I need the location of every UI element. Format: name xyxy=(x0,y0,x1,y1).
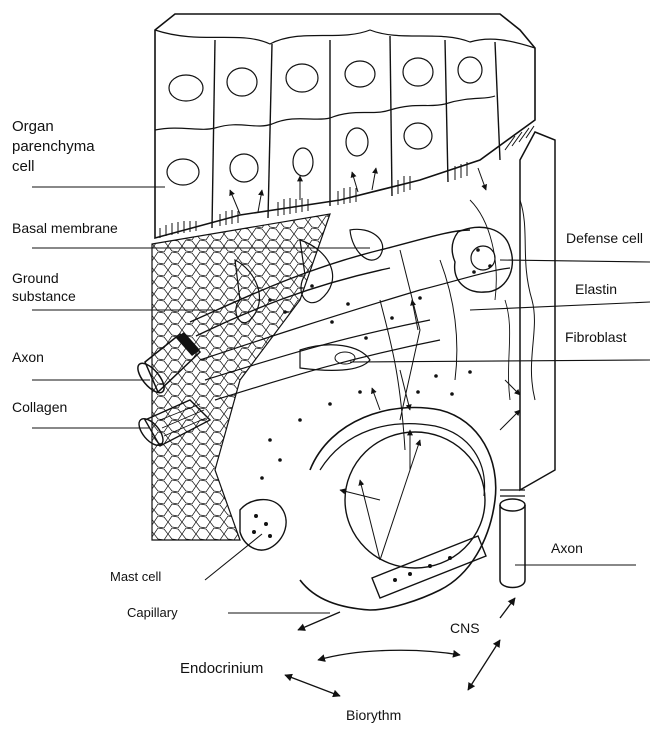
label-fibroblast: Fibroblast xyxy=(565,329,627,345)
label-basal-membrane: Basal membrane xyxy=(12,220,118,236)
label-ground-line2: substance xyxy=(12,288,76,304)
labels: Organ parenchyma cell Basal membrane Gro… xyxy=(12,118,643,723)
axon-cylinder-right xyxy=(500,490,525,588)
label-biorythm: Biorythm xyxy=(346,707,401,723)
label-organ-line3: cell xyxy=(12,158,35,175)
label-mast-cell: Mast cell xyxy=(110,569,161,584)
label-capillary: Capillary xyxy=(127,605,178,620)
label-elastin: Elastin xyxy=(575,281,617,297)
label-cns: CNS xyxy=(450,620,480,636)
parenchyma-cells xyxy=(155,14,535,238)
mast-cell xyxy=(240,500,286,550)
connective-slab-right xyxy=(470,132,555,490)
label-organ-line2: parenchyma xyxy=(12,138,95,155)
label-endocrinium: Endocrinium xyxy=(180,660,263,677)
label-ground-line1: Ground xyxy=(12,270,59,286)
label-defense-cell: Defense cell xyxy=(566,230,643,246)
label-axon-left: Axon xyxy=(12,349,44,365)
label-organ-line1: Organ xyxy=(12,118,54,135)
label-axon-right: Axon xyxy=(551,540,583,556)
capillary-vessel xyxy=(300,370,496,610)
label-collagen: Collagen xyxy=(12,399,67,415)
